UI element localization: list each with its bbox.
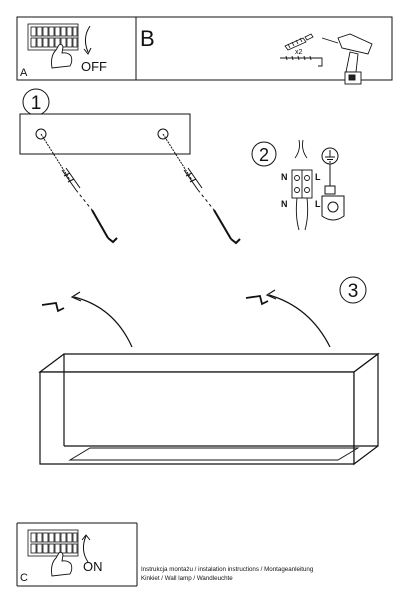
hex-key-left-icon (41, 301, 65, 313)
panel-a: A OFF (20, 23, 107, 79)
wire-label-n-bottom: N (281, 199, 288, 209)
hand-icon (51, 43, 73, 69)
wire-label-n-top: N (281, 172, 288, 182)
panel-b: B x2 (140, 26, 373, 85)
panel-c-switch-label: ON (83, 559, 103, 574)
rotate-arrow-left-icon (73, 296, 133, 348)
wall-lamp-body (38, 352, 380, 466)
bottom-panel: C ON Instrukcja montażu / instalation in… (16, 522, 314, 587)
hand-on-icon (51, 551, 73, 577)
panel-a-switch-label: OFF (81, 59, 107, 74)
step-3-badge (339, 276, 367, 304)
anchor-screw-left-icon (40, 133, 118, 244)
rotate-arrow-right-icon (268, 294, 331, 348)
wall-plug-icon (284, 33, 314, 51)
breaker-switch-icon (27, 23, 79, 51)
anchor-screw-right-icon (162, 133, 241, 245)
step-3: 3 (38, 276, 380, 466)
switch-up-arrow-icon (82, 535, 89, 563)
step-2-number: 2 (259, 145, 269, 165)
wire-label-l-bottom: L (315, 199, 321, 209)
panel-b-letter: B (140, 26, 155, 51)
ground-clamp-icon (321, 185, 345, 221)
drill-icon (321, 33, 373, 85)
panel-a-letter: A (20, 67, 28, 79)
breaker-switch-on-icon (27, 529, 79, 557)
wire-label-l-top: L (315, 172, 321, 182)
footer-subtitle: Kinkiet / Wall lamp / Wandleuchte (141, 575, 233, 582)
panel-c-letter: C (20, 572, 28, 584)
terminal-block-icon (291, 139, 313, 231)
ground-symbol-icon (321, 147, 339, 186)
footer-title: Instrukcja montażu / instalation instruc… (141, 566, 314, 573)
screw-quantity: x2 (295, 49, 303, 56)
switch-down-arrow-icon (84, 25, 91, 53)
step-2-badge (251, 141, 277, 167)
lamp-light-slot (68, 447, 360, 461)
step-1: 1 (19, 88, 241, 245)
step-3-number: 3 (348, 281, 359, 302)
hex-key-right-icon (245, 294, 269, 306)
step-2: 2 N L N L (251, 139, 345, 231)
screw-icon (280, 55, 323, 67)
step-1-number: 1 (31, 93, 42, 114)
top-panel (16, 16, 393, 81)
